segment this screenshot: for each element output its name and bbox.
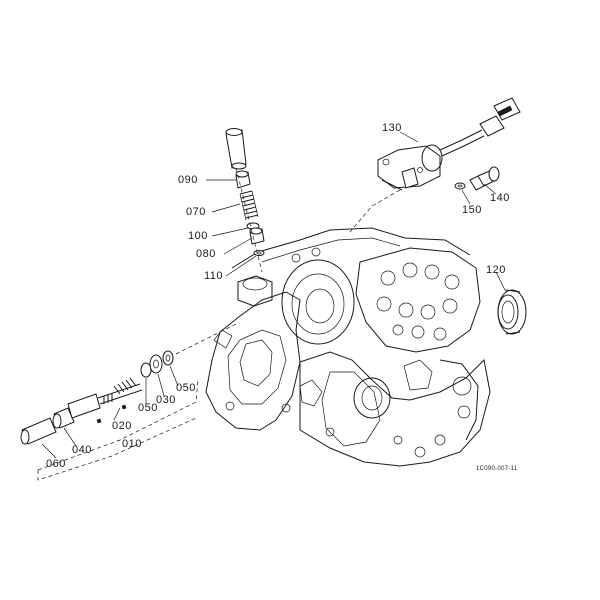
callout-100: 100 (188, 230, 208, 242)
callout-050-lower: 050 (138, 402, 158, 414)
callout-080: 080 (196, 248, 216, 260)
callout-070: 070 (186, 206, 206, 218)
callout-050-upper: 050 (176, 382, 196, 394)
part-050-washer-a (140, 362, 152, 378)
callout-120: 120 (486, 264, 506, 276)
part-110-washer (253, 250, 265, 256)
part-020-shaft (67, 383, 143, 419)
callout-060: 060 (46, 458, 66, 470)
callout-020: 020 (112, 420, 132, 432)
engine-block-housing (205, 227, 491, 467)
part-050-washer-b (162, 350, 174, 366)
part-090-cap (225, 128, 247, 170)
part-060-sleeve (20, 417, 57, 445)
part-070-spring (239, 190, 259, 221)
part-spring-small (113, 377, 137, 395)
part-080-nut (249, 227, 265, 245)
callout-030: 030 (156, 394, 176, 406)
part-040-collar (52, 407, 75, 429)
callout-130: 130 (382, 122, 402, 134)
part-150-washer (454, 182, 466, 190)
callout-040: 040 (72, 444, 92, 456)
part-030-washer (149, 354, 163, 374)
part-120-oil-seal (497, 289, 527, 335)
part-140-bolt (469, 166, 500, 191)
callout-140: 140 (490, 192, 510, 204)
leader-lines (41, 131, 507, 459)
callout-150: 150 (462, 204, 482, 216)
part-090-nut (235, 170, 251, 189)
part-130-stop-solenoid (377, 97, 521, 191)
figure-reference-code: 1C090-007-11 (476, 466, 518, 472)
callout-010: 010 (122, 438, 142, 450)
callout-110: 110 (204, 270, 224, 282)
callout-090: 090 (178, 174, 198, 186)
